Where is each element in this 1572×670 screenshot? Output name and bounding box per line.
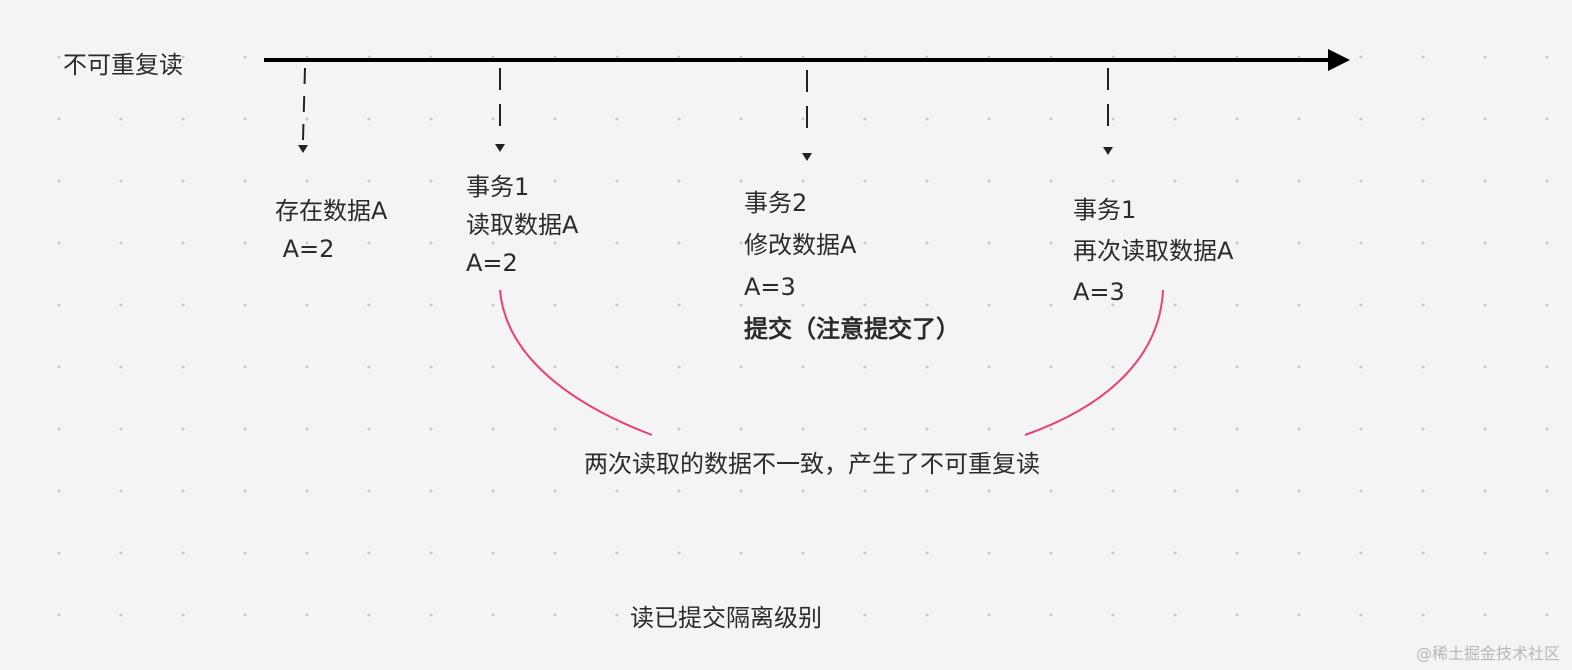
bracket-right-curve xyxy=(1024,289,1164,436)
event-1-line-2: A=2 xyxy=(275,235,335,263)
event-label-3: 事务2 修改数据A A=3 提交（注意提交了） xyxy=(744,182,960,350)
event-label-4: 事务1 再次读取数据A A=3 xyxy=(1073,190,1233,313)
event-3-line-3: A=3 xyxy=(744,273,796,301)
event-2-line-2: 读取数据A xyxy=(466,211,579,239)
event-3-line-2: 修改数据A xyxy=(744,231,857,259)
event-pointer-2 xyxy=(495,68,505,152)
event-label-1: 存在数据A A=2 xyxy=(275,192,387,268)
event-label-2: 事务1 读取数据A A=2 xyxy=(466,168,578,282)
event-2-line-1: 事务1 xyxy=(466,173,530,201)
event-2-line-3: A=2 xyxy=(466,249,518,277)
event-pointer-1 xyxy=(298,67,308,153)
event-pointer-3 xyxy=(802,70,812,161)
timeline-arrowhead xyxy=(1328,49,1350,71)
event-4-line-2: 再次读取数据A xyxy=(1073,237,1234,265)
event-pointer-4 xyxy=(1103,68,1113,155)
diagram-caption: 读已提交隔离级别 xyxy=(630,604,822,632)
event-3-line-1: 事务2 xyxy=(744,189,808,217)
event-4-line-3: A=3 xyxy=(1073,278,1125,306)
event-4-line-1: 事务1 xyxy=(1073,196,1137,224)
diagram-title: 不可重复读 xyxy=(63,51,183,79)
watermark: @稀土掘金技术社区 xyxy=(1415,644,1560,663)
bracket-left-curve xyxy=(499,289,653,436)
event-3-commit-note: 提交（注意提交了） xyxy=(744,315,960,343)
event-1-line-1: 存在数据A xyxy=(275,197,388,225)
conclusion-text: 两次读取的数据不一致，产生了不可重复读 xyxy=(584,450,1040,478)
